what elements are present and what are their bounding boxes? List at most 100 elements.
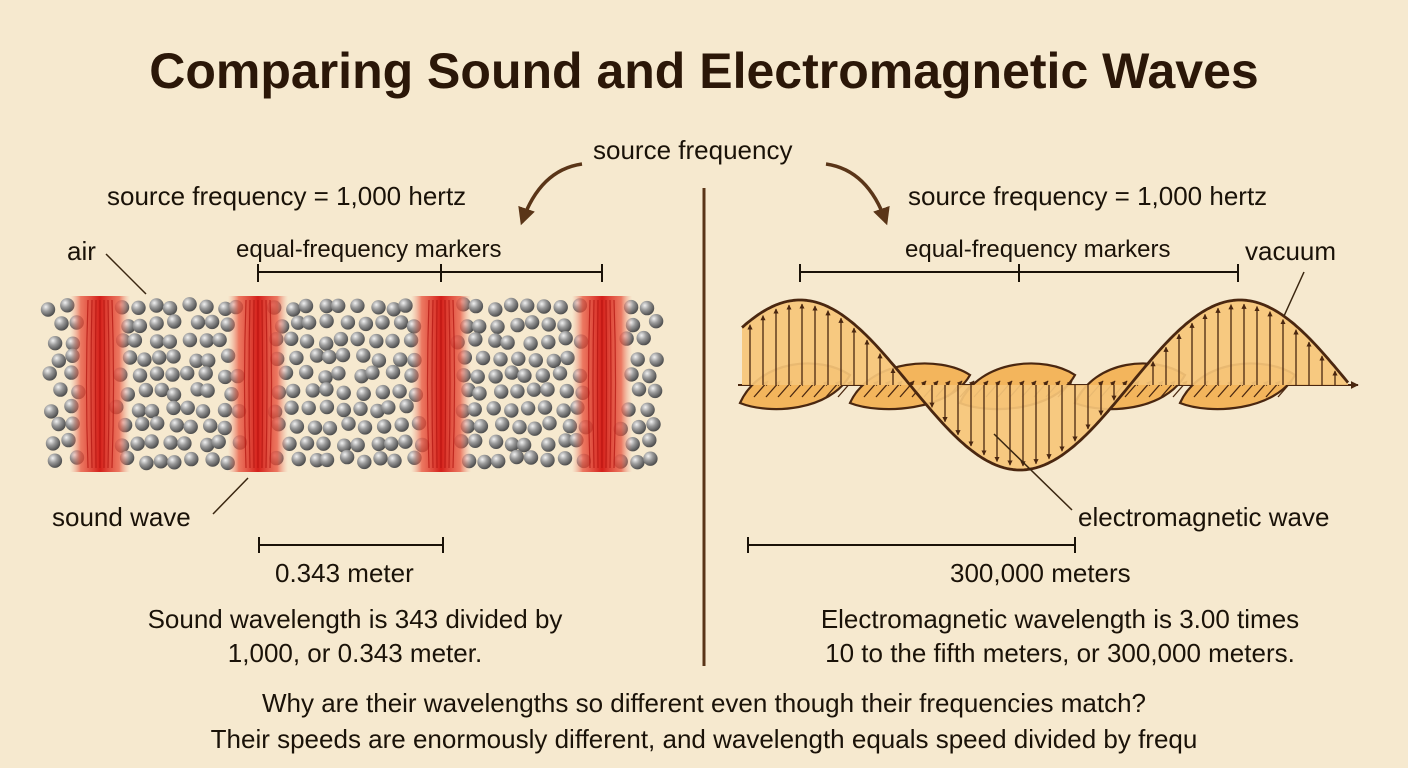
- air-particle: [541, 437, 556, 452]
- air-particle: [537, 400, 553, 415]
- em-explanation-line2: 10 to the fifth meters, or 300,000 meter…: [825, 637, 1295, 668]
- air-particle: [646, 417, 661, 432]
- sound-wavelength-label: 0.343 meter: [275, 558, 414, 588]
- air-particle: [335, 347, 351, 363]
- air-particle: [640, 402, 655, 417]
- air-particle: [512, 419, 527, 435]
- air-particle: [649, 352, 664, 367]
- air-particle: [509, 449, 524, 465]
- question-text: Why are their wavelengths so different e…: [261, 688, 1147, 718]
- right-markers-label: equal-frequency markers: [905, 236, 1171, 263]
- air-particle: [305, 383, 320, 398]
- answer-text: Their speeds are enormously different, a…: [210, 724, 1198, 754]
- air-particle: [517, 368, 532, 383]
- right-frequency-label: source frequency = 1,000 hertz: [908, 181, 1268, 211]
- air-particle: [149, 298, 164, 313]
- air-particle: [322, 421, 338, 436]
- air-particle: [557, 318, 572, 333]
- air-particle: [520, 401, 536, 416]
- air-particle: [642, 432, 657, 448]
- air-particle: [166, 387, 182, 402]
- sound-explanation-line2: 1,000, or 0.343 meter.: [227, 637, 483, 668]
- air-particle: [630, 455, 645, 470]
- air-leader-line: [105, 253, 147, 295]
- compression-bands: [70, 296, 632, 472]
- air-particle: [286, 302, 301, 317]
- air-particle: [375, 384, 390, 400]
- air-particle: [289, 350, 304, 366]
- air-particle: [470, 369, 485, 384]
- air-particle: [203, 418, 218, 433]
- air-particle: [536, 299, 552, 314]
- air-particle: [381, 400, 396, 415]
- air-particle: [468, 433, 483, 448]
- air-particle: [211, 434, 226, 449]
- air-label: air: [67, 236, 96, 266]
- air-particle: [130, 436, 145, 451]
- air-particle: [336, 402, 351, 418]
- air-particle: [473, 419, 489, 434]
- air-particle: [636, 330, 651, 346]
- air-particle: [169, 418, 184, 433]
- air-particle: [319, 452, 335, 468]
- air-particle: [131, 403, 147, 418]
- air-particle: [557, 451, 573, 466]
- air-particle: [387, 453, 402, 468]
- air-particle: [385, 364, 401, 380]
- compression-band: [70, 296, 130, 472]
- air-particle: [204, 314, 220, 330]
- air-particle: [319, 336, 334, 351]
- em-explanation: Electromagnetic wavelength is 3.00 times…: [760, 603, 1360, 671]
- air-particle: [180, 365, 195, 381]
- air-particle: [371, 436, 386, 452]
- air-particle: [528, 353, 543, 368]
- air-particle: [198, 366, 213, 381]
- air-particle: [149, 366, 165, 381]
- air-particle: [516, 437, 532, 453]
- air-particle: [340, 315, 356, 330]
- air-particle: [132, 318, 148, 334]
- air-particle: [524, 315, 540, 330]
- em-wavelength-bracket: [747, 537, 1076, 553]
- air-particle: [468, 298, 484, 314]
- air-particle: [504, 365, 519, 380]
- air-particle: [546, 353, 561, 369]
- air-particle: [631, 419, 646, 435]
- air-particle: [149, 334, 165, 349]
- air-particle: [132, 368, 148, 383]
- air-particle: [365, 365, 380, 380]
- air-particle: [144, 403, 160, 419]
- electric-field-fill: [742, 300, 1348, 470]
- right-curved-arrow: [825, 162, 890, 226]
- air-particle: [556, 403, 571, 418]
- air-particle: [376, 419, 392, 434]
- air-particle: [631, 382, 647, 397]
- air-particle: [149, 316, 164, 331]
- air-particle: [475, 350, 491, 366]
- air-particle: [200, 437, 215, 453]
- air-particle: [341, 416, 356, 431]
- air-particle: [493, 352, 508, 367]
- sound-wave-label: sound wave: [52, 502, 191, 532]
- air-particle: [639, 300, 655, 316]
- air-particle: [630, 352, 645, 367]
- air-particle: [299, 334, 315, 349]
- air-particle: [152, 350, 167, 365]
- air-particle: [138, 382, 154, 398]
- air-particle: [150, 416, 165, 431]
- air-particle: [541, 317, 556, 332]
- air-particle: [51, 416, 66, 432]
- air-particle: [195, 404, 211, 419]
- air-particle: [369, 333, 384, 349]
- air-particle: [392, 384, 407, 399]
- air-particle: [386, 302, 401, 317]
- air-particle: [560, 350, 575, 366]
- air-particle: [468, 332, 483, 347]
- air-particle: [183, 419, 198, 434]
- air-particle: [331, 298, 346, 313]
- vacuum-leader-line: [1283, 271, 1305, 317]
- vacuum-label: vacuum: [1245, 236, 1337, 266]
- air-particle: [291, 451, 306, 467]
- air-particle: [523, 450, 539, 465]
